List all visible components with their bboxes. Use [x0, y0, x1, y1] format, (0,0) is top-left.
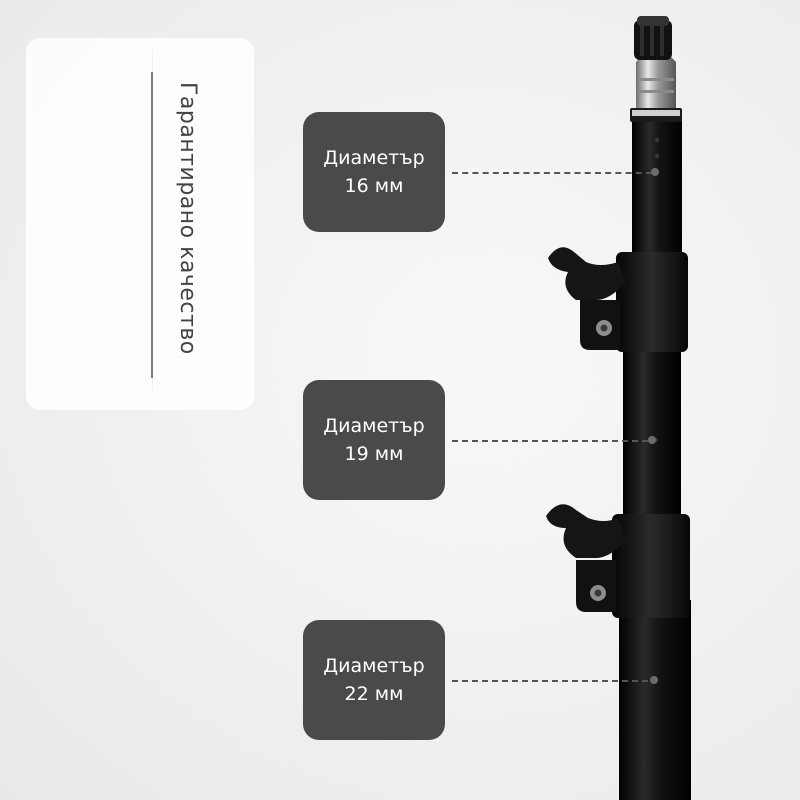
diameter-badge-16: Диаметър 16 мм [303, 112, 445, 232]
badge-label: Диаметър [323, 655, 425, 677]
panel-rule [151, 72, 153, 378]
badge-label: Диаметър [323, 147, 425, 169]
leader-line-22 [452, 680, 648, 682]
badge-label: Диаметър [323, 415, 425, 437]
leader-dot-19 [648, 436, 656, 444]
lower-clamp [546, 504, 690, 618]
upper-clamp [548, 247, 688, 352]
lower-tube [619, 600, 691, 800]
leader-dot-22 [650, 676, 658, 684]
leader-dot-16 [651, 168, 659, 176]
upper-tube [632, 118, 682, 268]
middle-tube [623, 340, 681, 530]
badge-value: 19 мм [344, 443, 404, 465]
spigot-mount [630, 16, 682, 122]
quality-panel [26, 38, 254, 410]
leader-line-19 [452, 440, 648, 442]
badge-value: 22 мм [344, 683, 404, 705]
leader-line-16 [452, 172, 652, 174]
badge-value: 16 мм [344, 175, 404, 197]
diameter-badge-22: Диаметър 22 мм [303, 620, 445, 740]
diameter-badge-19: Диаметър 19 мм [303, 380, 445, 500]
quality-caption: Гарантирано качество [175, 82, 200, 355]
